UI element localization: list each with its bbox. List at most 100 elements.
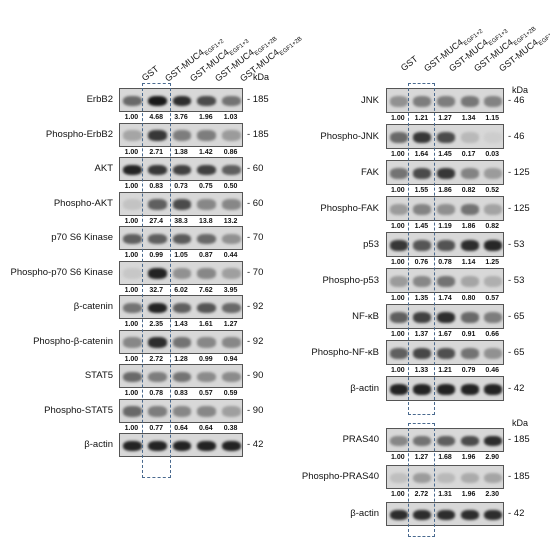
left-blot-strip (119, 329, 243, 354)
right-blot-strip (386, 88, 504, 113)
blot-band (222, 233, 242, 245)
blot-band (437, 276, 455, 287)
left-blot-strip (119, 433, 243, 457)
right-blot-strip (386, 268, 504, 293)
blot-band (147, 130, 167, 141)
blot-band (122, 268, 142, 279)
blot-band (197, 233, 217, 245)
left-quant-value: 13.8 (198, 217, 213, 225)
blot-band (147, 440, 167, 452)
blot-band (389, 132, 408, 143)
blot-band (122, 406, 142, 417)
left-quant-value: 6.02 (174, 286, 188, 294)
left-quant-value: 1.00 (124, 424, 139, 432)
right-quant-value: 1.25 (485, 259, 499, 266)
lane-header-construct: EGF1+2B (278, 36, 304, 58)
left-blot-strip (119, 295, 243, 319)
right-blot-strip (386, 196, 504, 221)
blot-band (437, 384, 455, 395)
blot-band (437, 132, 455, 143)
rightlow-mw-marker: - 185 (508, 434, 530, 445)
blot-band (172, 95, 192, 107)
blot-band (437, 509, 455, 521)
right-quant-value: 1.00 (390, 151, 405, 158)
blot-band (437, 312, 455, 323)
left-quant-value: 0.64 (174, 424, 188, 432)
right-mw-marker: - 46 (508, 94, 525, 106)
right-quant-value: 1.55 (414, 187, 429, 194)
blot-band (389, 204, 408, 215)
blot-band (172, 337, 192, 348)
rightlow-quant-value: 1.96 (461, 491, 476, 498)
left-row-label: Phospho-p70 S6 Kinase (10, 266, 113, 278)
left-quant-value: 0.83 (174, 390, 188, 397)
blot-band (460, 168, 479, 179)
blot-band (484, 472, 503, 484)
right-blot-strip (386, 124, 504, 149)
rightlow-quant-value: 1.00 (390, 454, 405, 461)
right-row-label: FAK (361, 166, 379, 178)
right-quant-value: 0.82 (461, 187, 476, 194)
right-blot-strip (386, 340, 504, 365)
left-mw-marker: - 42 (247, 439, 264, 450)
blot-band (222, 95, 242, 107)
left-quant-value: 1.96 (198, 114, 213, 121)
blot-band (197, 337, 217, 348)
blot-band (484, 204, 503, 215)
left-blot-strip (119, 364, 243, 388)
blot-band (222, 164, 242, 176)
blot-band (197, 95, 217, 107)
rightlow-quant-value: 2.30 (485, 491, 499, 498)
rightlow-quant-value: 1.31 (438, 491, 452, 498)
right-quant-value: 1.15 (485, 115, 499, 122)
left-mw-marker: - 70 (247, 232, 264, 243)
blot-band (437, 204, 455, 215)
left-quant-value: 1.28 (174, 355, 188, 363)
right-kda-label: kDa (512, 85, 529, 95)
right-row-label: Phospho-NF-κB (311, 346, 379, 358)
left-quant-value: 3.76 (174, 114, 188, 121)
left-quant-value: 0.86 (223, 148, 238, 156)
blot-band (147, 337, 167, 348)
right-quant-value: 0.57 (485, 295, 499, 302)
right-blot-strip (386, 160, 504, 185)
blot-band (413, 348, 432, 359)
right-mw-marker: - 53 (508, 238, 525, 250)
blot-band (197, 440, 217, 452)
left-row-label: AKT (94, 163, 113, 174)
left-quant-value: 2.72 (149, 355, 163, 363)
right-blot-strip (386, 376, 504, 401)
blot-band (122, 164, 142, 176)
blot-band (147, 164, 167, 176)
blot-band (172, 268, 192, 279)
right-mw-marker: - 125 (508, 202, 530, 214)
right-mw-marker: - 46 (508, 130, 525, 142)
blot-band (484, 348, 503, 359)
right-quant-value: 1.21 (438, 367, 452, 374)
blot-band (460, 348, 479, 359)
left-mw-marker: - 92 (247, 301, 264, 312)
left-quant-value: 0.44 (223, 252, 238, 259)
right-quant-value: 1.37 (414, 331, 429, 338)
rightlow-row-label: PRAS40 (342, 434, 379, 445)
blot-band (197, 268, 217, 279)
left-quant-value: 7.62 (198, 286, 213, 294)
right-quant-value: 1.86 (461, 223, 476, 230)
blot-band (460, 96, 479, 107)
right-row-label: Phospho-p53 (322, 274, 379, 286)
right-quant-value: 1.67 (438, 331, 452, 338)
blot-band (172, 371, 192, 383)
blot-band (197, 164, 217, 176)
right-mw-marker: - 53 (508, 274, 525, 286)
blot-band (197, 371, 217, 383)
blot-band (122, 95, 142, 107)
rightlow-blot-strip (386, 428, 504, 452)
blot-band (460, 384, 479, 395)
left-quant-value: 32.7 (149, 286, 163, 294)
right-quant-value: 1.00 (390, 295, 405, 302)
rightlow-quant-value: 2.90 (485, 454, 499, 461)
blot-band (172, 406, 192, 417)
blot-band (172, 199, 192, 210)
right-quant-value: 1.86 (438, 187, 452, 194)
